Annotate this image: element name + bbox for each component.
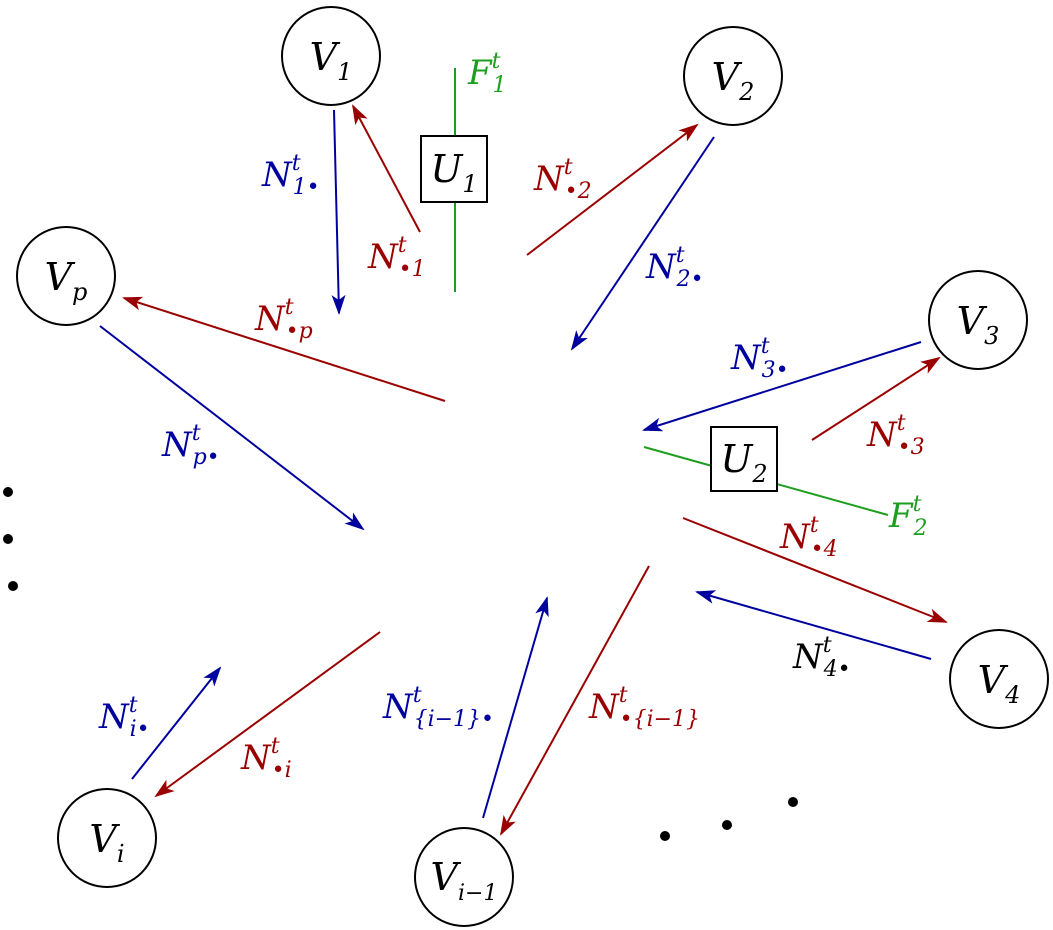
box-u2: U2 [710,426,778,492]
ellipsis-left [3,487,18,591]
node-v4: V4 [949,629,1049,729]
label-ni-out: Nt•i [240,734,292,783]
arrow-n1-out [352,104,421,233]
svg-text:V4: V4 [978,658,1021,709]
svg-text:V3: V3 [957,299,1000,350]
arrow-n4-out [682,517,948,623]
arrow-ni-in [131,666,222,780]
label-n3-out: Nt•3 [866,411,925,460]
arrow-ni1-out [500,565,650,836]
svg-text:U1: U1 [430,147,477,198]
label-np-out: Nt•p [254,295,313,344]
arrow-n4-in [695,590,932,660]
arrow-n3-out [811,356,941,441]
svg-text:U2: U2 [720,437,767,488]
arrow-ni1-in [482,596,549,819]
arrow-np-in [99,325,365,531]
box-u1: U1 [420,135,488,203]
label-n4-out: Nt•4 [779,513,838,562]
svg-text:Vi−1: Vi−1 [431,855,498,906]
arrow-n2-in [570,136,715,351]
arrow-n1-in [331,109,346,315]
node-v2: V2 [683,26,783,126]
arrow-ni-out [154,631,381,798]
svg-text:V1: V1 [310,35,353,86]
node-vi-minus-1: Vi−1 [414,827,514,927]
svg-text:Vp: Vp [45,255,88,306]
label-ni1-out: Nt•{i−1} [588,683,700,732]
ellipsis-bottom-right [660,797,798,841]
arrow-n2-out [526,123,699,256]
svg-text:V2: V2 [712,55,755,106]
label-n1-out: Nt•1 [367,233,426,282]
svg-text:Vi: Vi [89,817,124,868]
node-vp: Vp [16,226,116,326]
arrow-n3-in [642,341,922,432]
arrow-np-out [122,296,446,402]
label-ni1-in: Nt{i−1}• [382,683,494,732]
label-n2-out: Nt•2 [533,155,592,204]
node-vi: Vi [57,788,157,888]
node-v1: V1 [281,6,381,106]
node-v3: V3 [928,270,1028,370]
